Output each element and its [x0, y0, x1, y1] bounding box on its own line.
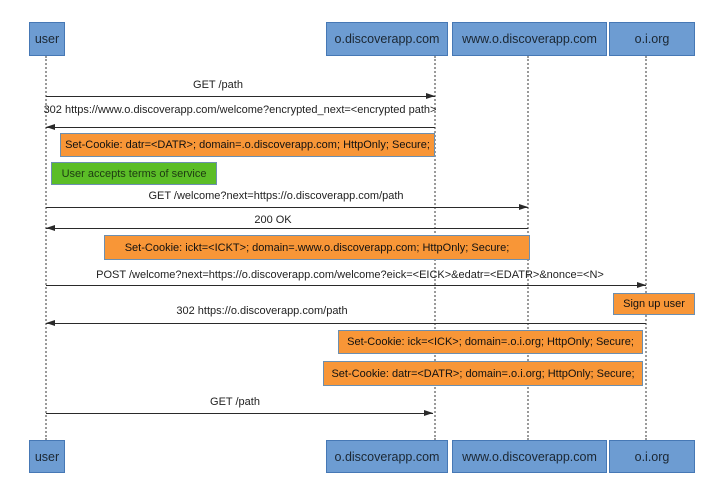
- actor-o-discoverapp-bottom: o.discoverapp.com: [326, 440, 448, 473]
- actor-o-discoverapp-top: o.discoverapp.com: [326, 22, 448, 56]
- lifeline-o-i-org: [645, 56, 647, 440]
- msg-post-welcome-line: [46, 285, 646, 286]
- arrowhead-right-icon: [424, 410, 433, 416]
- arrowhead-left-icon: [46, 124, 55, 130]
- msg-get-path-2-label: GET /path: [210, 396, 260, 408]
- actor-user-top: user: [29, 22, 65, 56]
- msg-post-welcome-label: POST /welcome?next=https://o.discoverapp…: [96, 269, 604, 281]
- msg-get-path-1-line: [46, 96, 435, 97]
- arrowhead-right-icon: [519, 204, 528, 210]
- actor-www-o-discoverapp-top: www.o.discoverapp.com: [452, 22, 607, 56]
- note-sign-up-user: Sign up user: [613, 293, 695, 315]
- actor-o-i-org-bottom: o.i.org: [609, 440, 695, 473]
- msg-200-ok-label: 200 OK: [254, 214, 292, 226]
- note-user-accepts-tos: User accepts terms of service: [51, 162, 217, 185]
- msg-302-www-welcome-line: [46, 127, 435, 128]
- arrowhead-left-icon: [46, 225, 55, 231]
- note-cookie-datr-o-i-org: Set-Cookie: datr=<DATR>; domain=.o.i.org…: [323, 361, 643, 386]
- actor-www-o-discoverapp-bottom: www.o.discoverapp.com: [452, 440, 607, 473]
- actor-user-bottom: user: [29, 440, 65, 473]
- msg-200-ok-line: [46, 228, 528, 229]
- note-cookie-ickt-www: Set-Cookie: ickt=<ICKT>; domain=.www.o.d…: [104, 235, 530, 260]
- note-cookie-ick-o-i-org: Set-Cookie: ick=<ICK>; domain=.o.i.org; …: [338, 330, 643, 354]
- arrowhead-right-icon: [637, 282, 646, 288]
- arrowhead-right-icon: [426, 93, 435, 99]
- msg-302-path-label: 302 https://o.discoverapp.com/path: [176, 305, 348, 317]
- lifeline-user: [45, 56, 47, 440]
- msg-302-www-welcome-label: 302 https://www.o.discoverapp.com/welcom…: [43, 104, 437, 116]
- msg-302-path-line: [46, 323, 646, 324]
- note-cookie-datr-o-discoverapp: Set-Cookie: datr=<DATR>; domain=.o.disco…: [60, 133, 435, 157]
- msg-get-path-1-label: GET /path: [193, 79, 243, 91]
- arrowhead-left-icon: [46, 320, 55, 326]
- msg-get-path-2-line: [46, 413, 433, 414]
- msg-get-welcome-label: GET /welcome?next=https://o.discoverapp.…: [148, 190, 404, 202]
- actor-o-i-org-top: o.i.org: [609, 22, 695, 56]
- msg-get-welcome-line: [46, 207, 528, 208]
